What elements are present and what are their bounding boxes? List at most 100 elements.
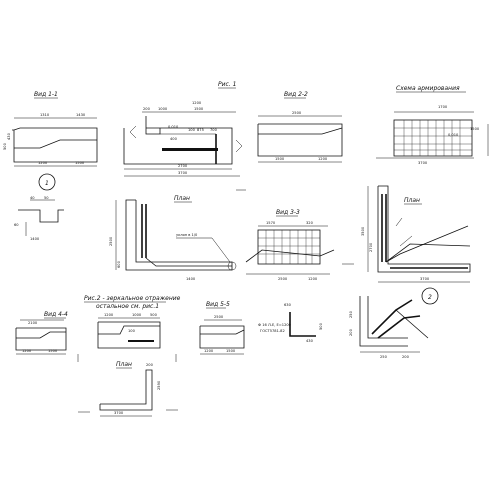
rebar-diagonal xyxy=(385,225,469,263)
dim-1200: 1200 xyxy=(204,349,214,353)
figure-2-line-1: Рис.2 - зеркальное отражение xyxy=(84,295,181,302)
dim-320: 320 xyxy=(306,221,314,225)
dim-500: 500 xyxy=(150,313,158,317)
rebar-diagonal xyxy=(385,243,471,263)
callout-leader xyxy=(399,235,413,247)
detail-1-outline xyxy=(18,209,64,223)
dim-600: 600 xyxy=(117,260,121,268)
dim-430: 430 xyxy=(7,132,11,140)
dim-250: 250 xyxy=(380,355,388,359)
figure-2-line-2: остальное см. рис.1 xyxy=(96,303,159,310)
marker-circle xyxy=(421,287,439,305)
dim-1000: 1000 xyxy=(132,313,142,317)
dim-2700: 2700 xyxy=(369,242,373,252)
detail-marker-1: 1 xyxy=(38,173,56,191)
scheme-outline xyxy=(393,119,473,157)
dim-1700: 1700 xyxy=(438,105,448,109)
section-arrow xyxy=(235,139,243,153)
elev-0010: 0,010 xyxy=(168,125,179,129)
section-arrow xyxy=(129,125,137,139)
detail-2: 250 200 250 200 xyxy=(349,296,429,359)
view-1-1: Вид 1-1 1310 1430 1200 1500 500 430 xyxy=(3,91,98,167)
dim-50: 50 xyxy=(44,196,49,200)
callout-leader xyxy=(395,217,403,227)
dim-400: 400 xyxy=(170,137,178,141)
figure-1-step xyxy=(145,116,161,135)
view-4-4-title: Вид 4-4 xyxy=(44,311,68,318)
slope-note: уклон в 1/0 xyxy=(176,233,198,237)
rebar-detail: 630 Ф 16 Л-Е, Е=1200 ГОСТ5781-82 430 500 xyxy=(258,303,323,343)
dim-430: 430 xyxy=(306,339,314,343)
rebar-note-2: ГОСТ5781-82 xyxy=(260,329,285,333)
view-5-5-outline xyxy=(199,325,245,349)
figure-1-title: Рис. 1 xyxy=(218,81,236,88)
dim-500: 500 xyxy=(3,142,7,150)
dim-1000: 1000 xyxy=(158,107,168,111)
dim-1500: 1500 xyxy=(226,349,236,353)
dim-1310: 1310 xyxy=(40,113,50,117)
figure-2-outline xyxy=(97,321,161,349)
plan-right-outline xyxy=(377,185,471,273)
view-3-3-title: Вид 3-3 xyxy=(276,209,300,216)
marker-2-label: 2 xyxy=(428,294,432,301)
dim-1200: 1200 xyxy=(38,161,48,165)
view-3-3-grid xyxy=(258,230,320,264)
dim-40: 40 xyxy=(30,196,35,200)
view-4-4: Вид 4-4 2100 1200 1500 xyxy=(15,311,68,355)
dim-3700: 3700 xyxy=(178,171,188,175)
dim-1570: 1570 xyxy=(266,221,276,225)
dim-2500: 2500 xyxy=(278,277,288,281)
node-circle xyxy=(227,261,237,271)
rebar-note-1: Ф 16 Л-Е, Е=1200 xyxy=(258,323,292,327)
detail-2-diagonal xyxy=(395,309,429,339)
dim-1500: 1500 xyxy=(275,157,285,161)
callout-leader xyxy=(211,237,231,263)
reinforcement-scheme: Схема армирования 1700 0,010 3700 1500 xyxy=(376,85,489,165)
view-2-2-outline xyxy=(257,123,343,157)
view-5-5: Вид 5-5 2500 1200 1500 xyxy=(199,301,245,355)
elev-0010: 0,010 xyxy=(448,133,459,137)
rebar-hatch xyxy=(128,340,154,342)
detail-2-inner xyxy=(367,296,408,339)
plan-center: План 2500 600 уклон в 1/0 1400 xyxy=(109,195,237,281)
dim-60: 60 xyxy=(14,223,19,227)
dim-1500: 1500 xyxy=(48,349,58,353)
dim-1200: 1200 xyxy=(192,101,202,105)
dim-1430: 1430 xyxy=(76,113,86,117)
rebar-hatch xyxy=(162,148,218,151)
view-5-5-title: Вид 5-5 xyxy=(206,301,230,308)
dim-100: 100 xyxy=(128,329,136,333)
dim-1400: 1400 xyxy=(30,237,40,241)
scheme-title: Схема армирования xyxy=(396,85,460,92)
view-4-4-slope xyxy=(16,331,66,339)
dim-1200: 1200 xyxy=(318,157,328,161)
view-1-1-outline xyxy=(12,127,98,163)
dim-1500: 1500 xyxy=(75,161,85,165)
view-1-1-title: Вид 1-1 xyxy=(34,91,58,98)
dim-3500: 3500 xyxy=(361,226,365,236)
rebar-bend xyxy=(145,257,232,267)
detail-2-outline xyxy=(359,296,408,347)
figure-1-outline xyxy=(123,127,233,165)
plan-center-title: План xyxy=(174,195,190,202)
plan-bottom-outline xyxy=(99,369,153,411)
rebar-shape xyxy=(289,312,316,337)
dim-630: 630 xyxy=(284,303,292,307)
figure-2-elevation: 1200 1000 500 100 xyxy=(97,313,161,349)
plan-bottom: План 3700 2590 200 xyxy=(78,361,178,417)
figure-1: Рис. 1 200 1000 1500 1200 0,010 100 875 … xyxy=(123,81,243,177)
dim-3700: 3700 xyxy=(114,411,124,415)
view-1-1-step xyxy=(14,139,97,149)
detail-2-rebar xyxy=(377,315,421,339)
dim-200: 200 xyxy=(402,355,410,359)
scheme-grid xyxy=(394,120,472,156)
dim-500: 500 xyxy=(319,322,323,330)
view-5-5-slope xyxy=(200,329,245,335)
view-4-4-outline xyxy=(15,327,67,351)
dim-2500: 2500 xyxy=(109,236,113,246)
dim-100: 100 xyxy=(188,128,196,132)
view-3-3-slope xyxy=(245,249,335,263)
dim-200: 200 xyxy=(146,363,154,367)
figure-2-note: Рис.2 - зеркальное отражение остальное с… xyxy=(84,295,181,310)
